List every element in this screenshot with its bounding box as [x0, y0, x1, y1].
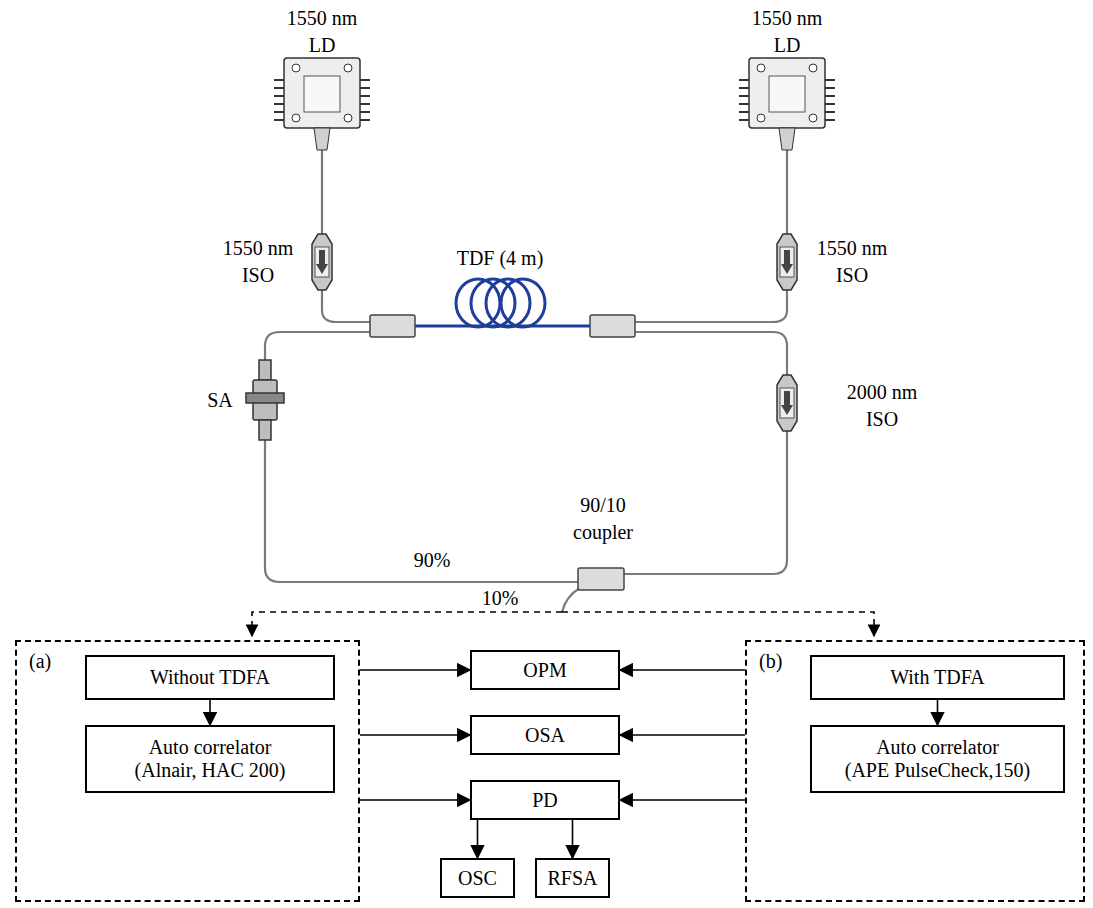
- instrument-box: RFSA: [535, 858, 610, 898]
- instrument-box: Auto correlator (APE PulseCheck,150): [810, 725, 1065, 793]
- box-label: PD: [532, 789, 558, 812]
- part-label: 90/10: [580, 495, 626, 515]
- part-label: SA: [207, 390, 233, 410]
- box-label: Auto correlator (APE PulseCheck,150): [835, 736, 1040, 782]
- signal-arrow: [477, 820, 479, 858]
- signal-arrow: [572, 820, 574, 858]
- box-label: With TDFA: [890, 666, 985, 689]
- box-label: OPM: [523, 659, 566, 682]
- instrument-box: PD: [470, 780, 620, 820]
- setup-region: (a) Without TDFA Auto correlator (Alnair, …: [15, 640, 360, 902]
- box-label: OSA: [525, 724, 565, 747]
- signal-arrow: [360, 734, 470, 736]
- signal-arrow: [620, 799, 745, 801]
- signal-arrow: [360, 669, 470, 671]
- part-label: LD: [309, 35, 336, 55]
- part-label: 1550 nm: [817, 238, 888, 258]
- instrument-box: Auto correlator (Alnair, HAC 200): [85, 725, 335, 793]
- region-label: (a): [29, 650, 51, 673]
- region-label: (b): [759, 650, 782, 673]
- part-label: 90%: [414, 550, 451, 570]
- part-label: 1550 nm: [752, 8, 823, 28]
- instrument-box: OPM: [470, 650, 620, 690]
- instrument-box: OSC: [440, 858, 515, 898]
- part-label: 10%: [482, 588, 519, 608]
- part-label: coupler: [573, 522, 633, 542]
- part-label: ISO: [866, 409, 898, 429]
- signal-arrow: [360, 799, 470, 801]
- part-label: 2000 nm: [847, 382, 918, 402]
- box-label: OSC: [458, 867, 497, 890]
- signal-arrow: [620, 734, 745, 736]
- signal-arrow: [209, 700, 211, 725]
- part-label: LD: [774, 35, 801, 55]
- config-box: Without TDFA: [85, 655, 335, 700]
- box-label: Auto correlator (Alnair, HAC 200): [120, 736, 300, 782]
- signal-arrow: [620, 669, 745, 671]
- box-label: RFSA: [547, 867, 597, 890]
- part-label: 1550 nm: [223, 238, 294, 258]
- config-box: With TDFA: [810, 655, 1065, 700]
- part-label: ISO: [242, 265, 274, 285]
- box-label: Without TDFA: [150, 666, 270, 689]
- part-label: ISO: [836, 265, 868, 285]
- setup-region: (b) With TDFA Auto correlator (APE PulseCh…: [745, 640, 1085, 902]
- instrument-box: OSA: [470, 715, 620, 755]
- part-label: TDF (4 m): [457, 248, 544, 268]
- signal-arrow: [937, 700, 939, 725]
- part-label: 1550 nm: [287, 8, 358, 28]
